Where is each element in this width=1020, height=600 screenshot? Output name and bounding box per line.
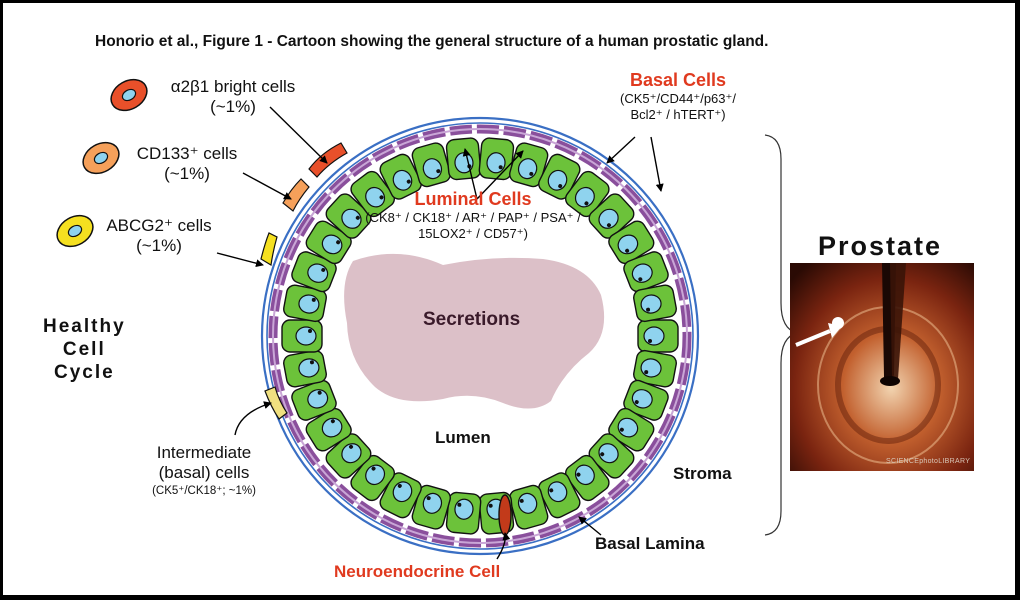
luminal-cell [281, 319, 323, 353]
luminal-cell [305, 407, 352, 452]
arrow-neuroendocrine [496, 532, 511, 560]
arrow-luminal-left [462, 148, 478, 200]
luminal-cell [608, 220, 655, 265]
arrow-luminal-right [476, 150, 524, 200]
figure-canvas: Honorio et al., Figure 1 - Cartoon showi… [3, 3, 1015, 595]
luminal-cell [608, 407, 655, 452]
figure-title: Honorio et al., Figure 1 - Cartoon showi… [95, 33, 769, 50]
arrow-basal-right [650, 136, 664, 192]
luminal-cell [283, 284, 327, 323]
luminal-cell-ring [281, 137, 679, 535]
luminal-cell [291, 379, 337, 421]
intermediate-cell-in-gland [264, 386, 288, 420]
luminal-cell [564, 454, 610, 502]
abcg2-label: ABCG2⁺ cells (~1%) [106, 216, 212, 255]
luminal-cell [445, 491, 482, 535]
luminal-cell [283, 349, 327, 388]
a2b1-cell-in-gland [308, 142, 348, 178]
neuroendocrine-label: Neuroendocrine Cell [334, 562, 501, 581]
luminal-cell [538, 472, 581, 519]
luminal-cell [325, 193, 372, 239]
luminal-cell [291, 251, 337, 293]
luminal-cell [325, 433, 372, 479]
luminal-cell [305, 220, 352, 265]
luminal-cell [411, 484, 451, 530]
luminal-cell [623, 379, 669, 421]
luminal-cell [411, 142, 451, 188]
luminal-cell [509, 484, 549, 530]
abcg2-cell-in-gland [260, 232, 278, 266]
arrow-a2b1 [269, 106, 328, 164]
cd133-label: CD133⁺ cells (~1%) [136, 144, 238, 183]
lumen-label: Lumen [435, 428, 491, 447]
basal-lamina-label: Basal Lamina [595, 534, 705, 553]
luminal-cell [379, 153, 422, 200]
arrow-basal-left [606, 136, 636, 164]
outer-ring [260, 116, 700, 556]
neuroendocrine-cell-shape [498, 494, 512, 536]
luminal-cell [588, 193, 635, 239]
photo-watermark: SCIENCEphotoLIBRARY [886, 458, 971, 465]
luminal-cells-label: Luminal Cells (CK8⁺ / CK18⁺ / AR⁺ / PAP⁺… [365, 189, 581, 241]
stroma-label: Stroma [673, 464, 732, 483]
basal-cells-label: Basal Cells (CK5⁺/CD44⁺/p63⁺/ Bcl2⁺ / hT… [620, 70, 736, 122]
basal-cell-layer-inner [272, 128, 688, 544]
gland-diagram [56, 78, 798, 560]
luminal-cell [633, 284, 677, 323]
luminal-cell [538, 153, 581, 200]
luminal-cell [350, 170, 396, 218]
luminal-cell [623, 251, 669, 293]
luminal-cell [478, 137, 515, 181]
a2b1-legend-icon [110, 78, 148, 112]
arrow-cd133 [242, 172, 292, 200]
luminal-cell [379, 472, 422, 519]
luminal-cell [633, 349, 677, 388]
a2b1-label: α2β1 bright cells (~1%) [170, 77, 296, 116]
healthy-cell-cycle-label: Healthy Cell Cycle [43, 316, 126, 383]
luminal-cell [564, 170, 610, 218]
secretions-blob [344, 253, 605, 409]
abcg2-legend-icon [56, 214, 94, 248]
prostate-title: Prostate [818, 231, 943, 261]
cd133-legend-icon [82, 141, 120, 175]
arrow-abcg2 [216, 252, 264, 268]
arrow-intermediate [234, 401, 272, 436]
luminal-cell [445, 137, 482, 181]
basal-lamina-ring [266, 122, 694, 550]
luminal-cell [350, 454, 396, 502]
arrow-basal-lamina [578, 516, 602, 536]
intermediate-label: Intermediate (basal) cells (CK5⁺/CK18⁺; … [152, 443, 256, 497]
secretions-label: Secretions [423, 309, 521, 330]
luminal-cell [588, 433, 635, 479]
luminal-cell [637, 319, 679, 353]
prostate-photo [790, 263, 974, 471]
